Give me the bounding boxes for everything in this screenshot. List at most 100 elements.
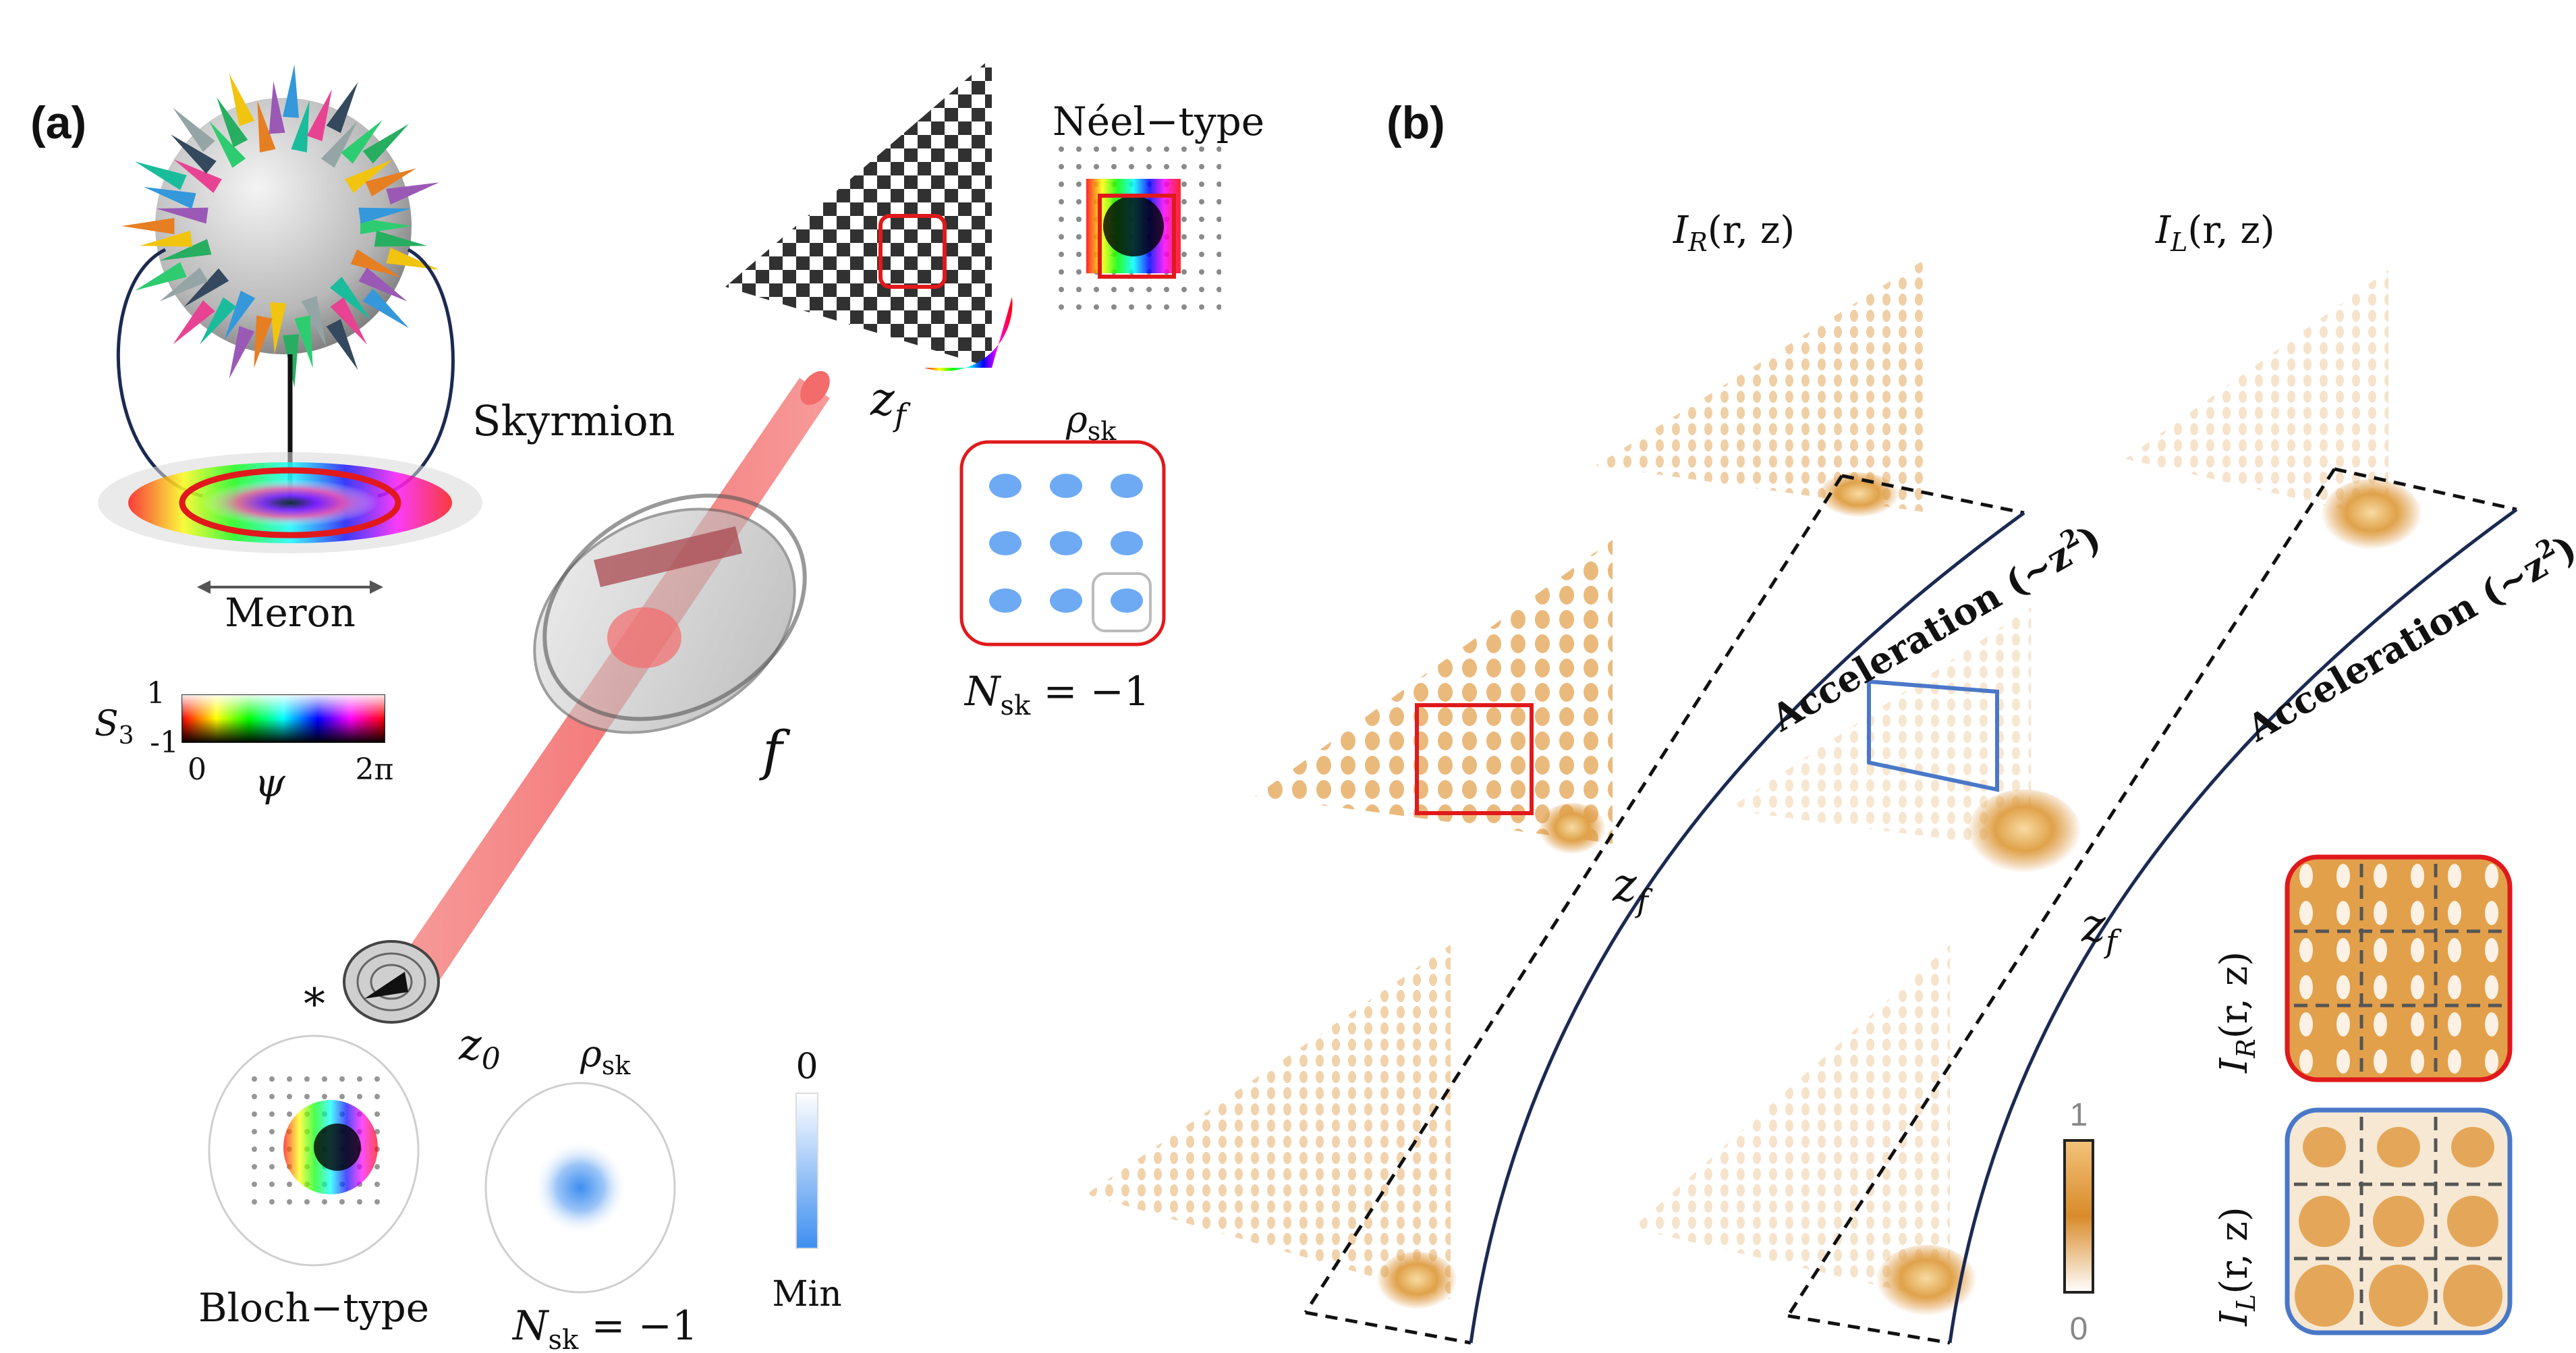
il-inset-spot <box>2373 1196 2424 1247</box>
ir-inset-spot <box>2374 864 2387 888</box>
ir-inset-spot <box>2448 864 2461 888</box>
neel-label: Néel−type <box>1053 99 1264 144</box>
ir-inset-spot <box>2299 901 2313 925</box>
rho-spot <box>1111 531 1143 555</box>
meron-label: Meron <box>225 590 356 636</box>
sphere-arrow <box>306 89 332 142</box>
psi-label: ψ <box>254 760 285 806</box>
rho-sk-inset-bottom <box>484 1082 676 1294</box>
intensity-colorbar-max: 1 <box>2070 1097 2088 1133</box>
ir-inset-spot <box>2411 1012 2424 1037</box>
ir-inset-spot <box>2448 975 2461 999</box>
ir-inset-spot <box>2374 975 2387 999</box>
il-inset-spot <box>2377 1127 2420 1167</box>
rho-label-bottom: ρsk <box>580 1032 631 1080</box>
il-dashed-frame <box>1786 467 2517 1345</box>
rho-spot <box>1050 531 1082 555</box>
ir-inset-spot <box>2336 1012 2350 1037</box>
il-title: IL(r, z) <box>2155 209 2275 257</box>
sphere-arrow <box>184 268 229 307</box>
s3-psi-colorbar <box>181 694 385 743</box>
panel-a-label: (a) <box>30 97 86 148</box>
sphere-arrow <box>171 134 217 174</box>
sphere-arrow <box>362 123 410 164</box>
ir-inset-spot <box>2336 1049 2350 1074</box>
nsk-label-bottom: Nsk = −1 <box>511 1302 698 1353</box>
accel-label-il: Acceleration (~z2) <box>2238 524 2576 750</box>
neel-pattern-triangle <box>725 57 1013 371</box>
rho-spot <box>989 531 1021 555</box>
ir-inset-spot <box>2336 938 2350 962</box>
ir-inset-label: IR(r, z) <box>2212 951 2261 1074</box>
sphere-arrow <box>156 207 208 224</box>
s3-max: 1 <box>146 676 165 711</box>
zf-label-a: zf <box>870 373 911 433</box>
il-intensity-mid <box>1727 607 2081 877</box>
ir-intensity-top <box>1596 256 1930 520</box>
sphere-arrow <box>365 168 417 197</box>
bloch-inset <box>208 1034 420 1267</box>
sphere-arrow <box>173 107 215 153</box>
ir-inset-spot <box>2299 864 2313 888</box>
ir-inset-spot <box>2299 1012 2313 1037</box>
ir-title: IR(r, z) <box>1673 209 1795 257</box>
bloch-label: Bloch−type <box>198 1285 429 1331</box>
il-trajectory <box>1948 507 2518 1344</box>
panel-b-label: (b) <box>1387 97 1445 148</box>
nsk-label-top: Nsk = −1 <box>963 668 1150 721</box>
ir-inset-spot <box>2485 975 2498 999</box>
sphere-arrow <box>224 290 256 340</box>
lens-f-label: f <box>759 719 791 782</box>
sphere-arrow <box>209 121 246 168</box>
il-inset-label: IL(r, z) <box>2212 1207 2261 1327</box>
z0-label: z0 <box>458 1020 501 1076</box>
rho-colorbar-max: 0 <box>795 1047 818 1087</box>
sphere-arrow <box>358 207 411 224</box>
sphere-arrow <box>217 97 248 148</box>
ir-dashed-frame <box>1304 474 2025 1345</box>
sphere-arrow <box>254 315 273 368</box>
ir-inset-spot <box>2411 1049 2424 1074</box>
ir-intensity-mid <box>1255 540 1613 857</box>
sphere-arrow <box>330 297 367 345</box>
sphere-arrow <box>160 239 212 261</box>
sphere-arrow <box>330 277 371 320</box>
il-inset-spot <box>2443 1265 2502 1327</box>
zf-label-ir: zf <box>1612 859 1653 919</box>
sphere-arrow <box>320 121 358 168</box>
ir-inset-spot <box>2299 975 2313 999</box>
neel-inset-box <box>1098 194 1176 279</box>
il-inset-spot <box>2451 1127 2494 1167</box>
sphere-arrow <box>200 297 237 345</box>
rho-spot <box>1050 474 1082 498</box>
ir-inset-spot <box>2411 901 2424 925</box>
sphere-arrow <box>159 267 208 302</box>
ir-inset-spot <box>2374 1012 2387 1037</box>
sphere-arrow <box>270 302 287 354</box>
sphere-arrow <box>134 262 187 291</box>
sphere-arrow <box>269 81 285 134</box>
il-inset-spot <box>2447 1196 2498 1247</box>
skyrmion-label: Skyrmion <box>472 396 675 445</box>
sphere-arrow <box>173 159 222 194</box>
sphere-arrow <box>326 319 358 370</box>
sphere-arrow <box>134 161 187 190</box>
il-inset-spot <box>2295 1265 2354 1327</box>
rho-label-top: ρsk <box>1065 398 1117 446</box>
sphere-arrow <box>360 218 412 234</box>
sphere-arrow <box>341 119 383 164</box>
rho-spot <box>1111 474 1143 498</box>
ir-inset-spot <box>2485 938 2498 962</box>
rho-spot <box>1050 588 1082 613</box>
neel-inset <box>1053 145 1221 314</box>
ir-inset-spot <box>2448 1049 2461 1074</box>
psi-min: 0 <box>188 752 206 787</box>
rho-spot <box>1111 588 1143 613</box>
sphere-arrow <box>121 218 175 234</box>
intensity-colorbar <box>2063 1139 2094 1294</box>
psi-max: 2π <box>356 752 394 787</box>
s3-label: S3 <box>94 704 134 750</box>
rho-spot <box>989 588 1021 613</box>
sphere-arrow <box>229 73 255 126</box>
